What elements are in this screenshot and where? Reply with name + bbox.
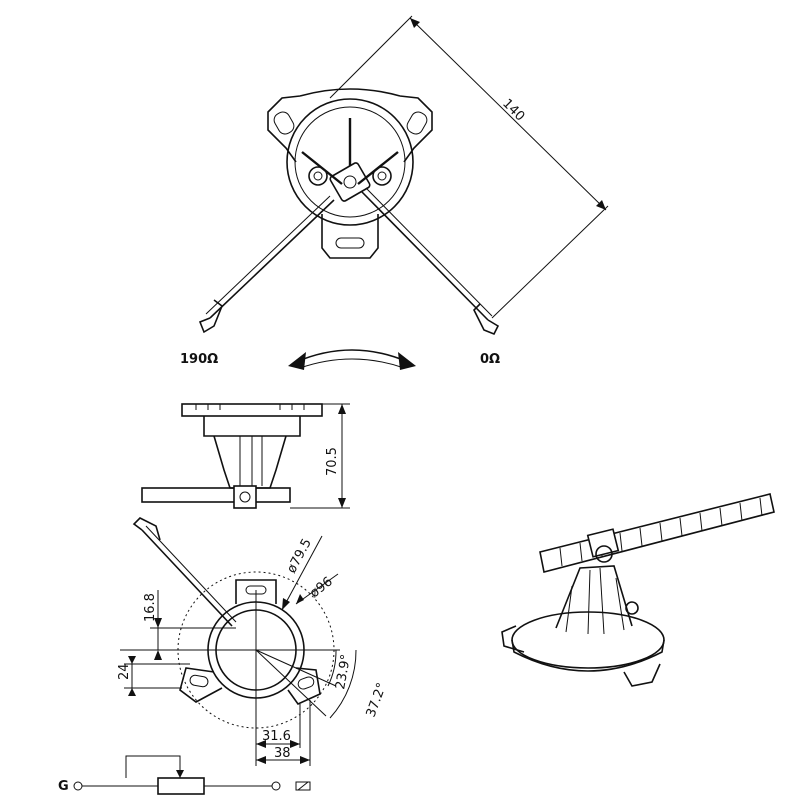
iso-arm: [539, 493, 775, 573]
bottom-view-arm-2: [145, 525, 237, 623]
top-view-left-bracket: [301, 151, 343, 185]
top-view-outer-housing: [286, 98, 414, 226]
iso-left-lug: [501, 625, 525, 653]
dim-16-8-arrow-1: [154, 618, 162, 628]
bottom-view-angle-line-1: [255, 649, 337, 687]
side-view-cone: [213, 435, 287, 489]
dim-37-2-arc: [329, 649, 357, 719]
schematic-ground-label: G: [58, 779, 69, 794]
top-view-arm-left-2: [205, 195, 331, 315]
rotation-arrow: [295, 349, 409, 363]
dim-70-5-label: 70.5: [325, 447, 340, 476]
side-view-body: [203, 416, 301, 437]
iso-arm-teeth: [559, 497, 763, 567]
iso-rib-3: [565, 585, 573, 633]
bottom-view-top-tab: [235, 579, 277, 604]
dim-23-9-arc: [327, 649, 337, 687]
side-view-pivot-bolt: [239, 491, 251, 503]
dim-24-label: 24: [117, 663, 132, 680]
bottom-view-arm-hook: [132, 517, 161, 541]
side-view-arm: [141, 487, 291, 503]
side-view-flange-teeth: [195, 404, 305, 410]
top-view-left-screw: [308, 166, 328, 186]
bottom-view: ø79.5 ø96 16.8 24 23.9° 37.2° 31.6 38: [117, 517, 390, 766]
dim-140-arrow-1: [410, 18, 420, 28]
dim-38-arrow-1: [256, 756, 266, 764]
bottom-view-right-lug: [287, 667, 321, 706]
iso-rib-4: [615, 577, 625, 631]
top-view-arm-left-hook: [198, 299, 223, 334]
top-view-connector-slot: [335, 237, 365, 249]
top-view-arm-right-hook: [473, 303, 500, 336]
bottom-view-arm: [141, 529, 233, 627]
schematic-resistor: [157, 777, 205, 795]
rotation-arrow-left-head: [288, 352, 306, 370]
dim-24-arrow-1: [128, 656, 136, 664]
top-view-connector-tab: [321, 214, 379, 259]
dim-16-8-arrow-2: [154, 650, 162, 660]
dim-140-ext-2: [491, 205, 609, 319]
top-view-left-screw-core: [313, 171, 323, 181]
iso-pivot-bolt: [595, 545, 613, 563]
top-view-right-screw-core: [377, 171, 387, 181]
dim-140-line: [409, 17, 607, 211]
top-view-arm-right-2: [365, 187, 493, 317]
rotation-arrow-right-head: [398, 352, 416, 370]
iso-screw: [625, 601, 639, 615]
top-view-pivot-block: [329, 162, 371, 202]
iso-rib-2: [599, 567, 605, 635]
iso-rib-1: [587, 569, 591, 635]
top-view-right-bracket: [357, 151, 399, 185]
dim-24-arrow-2: [128, 688, 136, 696]
dim-31-6-label: 31.6: [262, 729, 291, 744]
top-view: 140 190Ω 0Ω: [180, 15, 609, 370]
dim-diam-96-arrow: [296, 594, 304, 604]
label-190-ohm: 190Ω: [180, 352, 218, 367]
dim-140-arrow-2: [596, 200, 606, 210]
schematic-ground-hatch: [297, 781, 309, 791]
dim-70-5-arrow-2: [338, 498, 346, 508]
side-view-pivot: [233, 485, 257, 509]
top-view-arm-right: [361, 191, 489, 321]
top-view-left-lug-slot: [273, 111, 295, 135]
dim-31-6-arrow-2: [290, 740, 300, 748]
circuit-schematic: G: [58, 755, 311, 795]
bottom-view-left-slot: [189, 674, 209, 688]
dim-diam-79-5-label: ø79.5: [284, 536, 315, 576]
iso-base-rim: [511, 639, 665, 672]
dim-38-label: 38: [274, 746, 291, 761]
dim-140-label: 140: [499, 96, 527, 124]
schematic-terminal-left: [73, 781, 83, 791]
dim-37-2-label: 37.2°: [364, 681, 390, 719]
iso-right-lug: [623, 663, 661, 687]
top-view-inner-housing: [294, 106, 406, 218]
top-view-right-screw: [372, 166, 392, 186]
isometric-view: [501, 493, 775, 687]
bottom-view-angle-line-2: [255, 649, 327, 717]
bottom-view-right-slot: [297, 676, 315, 690]
schematic-wiper-arrow: [176, 770, 184, 778]
side-view: 70.5: [141, 403, 350, 509]
schematic-wiper: [125, 755, 181, 778]
dim-diam-79-5-arrow: [282, 598, 290, 610]
dim-23-9-label: 23.9°: [333, 653, 354, 691]
dim-16-8-label: 16.8: [143, 593, 158, 622]
rotation-arrow-inner: [299, 358, 405, 369]
schematic-ground-symbol: [295, 781, 311, 791]
top-view-arm-left: [209, 199, 335, 319]
side-view-flange: [181, 403, 323, 417]
iso-cone: [555, 565, 633, 629]
dim-38-arrow-2: [300, 756, 310, 764]
dim-70-5-arrow-1: [338, 404, 346, 414]
schematic-terminal-right: [271, 781, 281, 791]
dim-31-6-arrow-1: [256, 740, 266, 748]
label-0-ohm: 0Ω: [480, 352, 500, 367]
top-view-pivot-bolt: [343, 175, 357, 189]
dim-diam-79-5-leader: [281, 535, 323, 611]
iso-pivot-block: [586, 528, 620, 558]
dim-140-ext-1: [329, 15, 413, 99]
bottom-view-left-lug: [179, 667, 223, 703]
top-view-right-lug-slot: [406, 111, 428, 135]
